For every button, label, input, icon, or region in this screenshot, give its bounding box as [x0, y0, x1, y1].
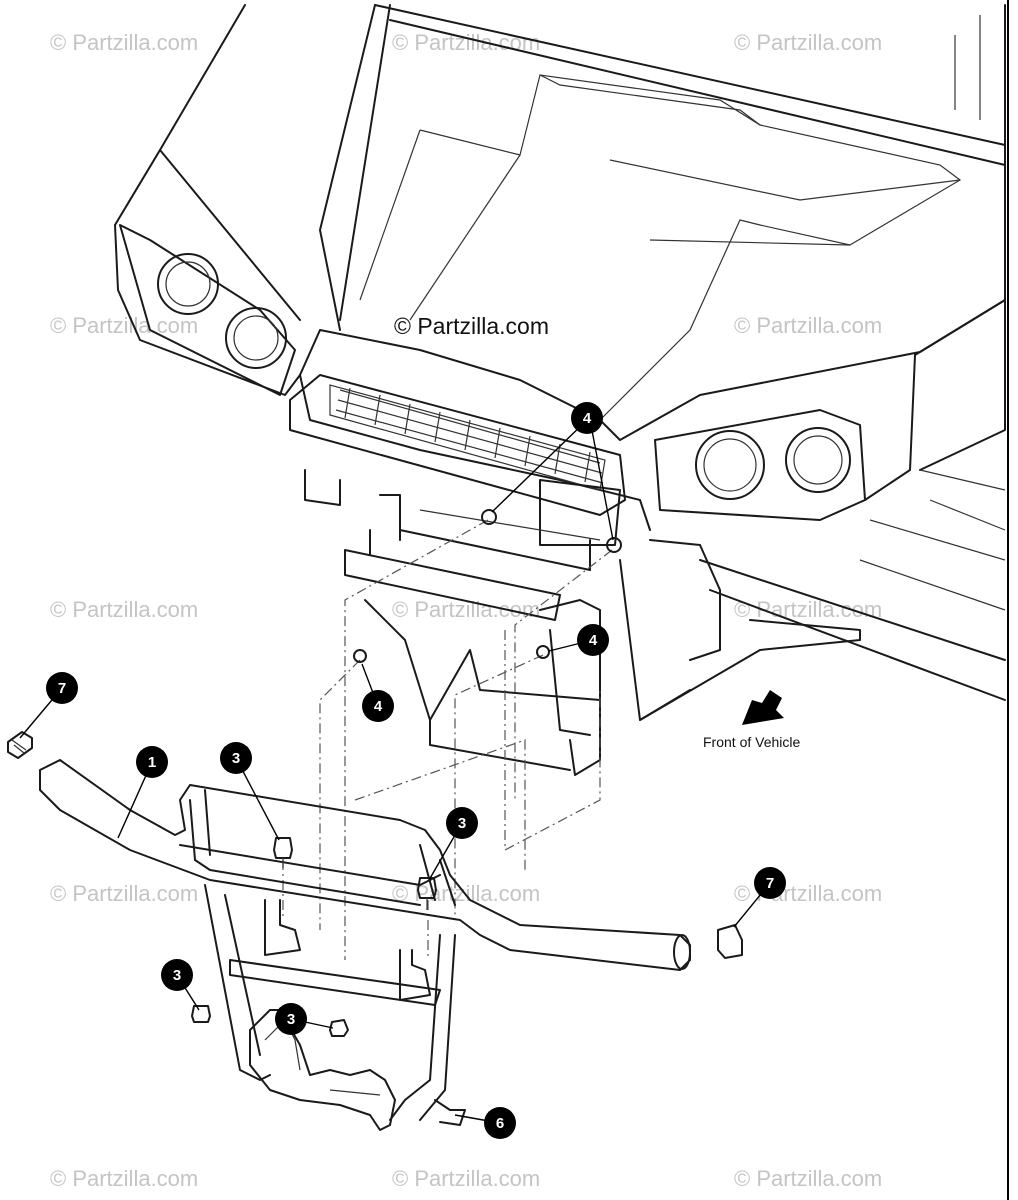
- callout-number: 7: [58, 680, 66, 697]
- front-bumper-drawing: [39, 759, 691, 1131]
- fastener-drawing: [191, 509, 622, 1037]
- callout-part-7[interactable]: 7: [46, 672, 78, 704]
- watermark: © Partzilla.com: [50, 30, 198, 55]
- watermark: © Partzilla.com: [734, 313, 882, 338]
- front-direction-indicator: Front of Vehicle: [703, 690, 800, 750]
- callout-part-4[interactable]: 4: [362, 690, 394, 722]
- callout-part-6[interactable]: 6: [484, 1107, 516, 1139]
- center-watermark: © Partzilla.com: [394, 313, 549, 339]
- callout-number: 6: [496, 1115, 504, 1132]
- watermark: © Partzilla.com: [392, 30, 540, 55]
- frame-drawing: [304, 469, 1006, 776]
- callout-part-4[interactable]: 4: [571, 402, 603, 434]
- end-cap-drawing: [7, 731, 743, 959]
- callout-number: 4: [589, 632, 598, 649]
- callout-part-3[interactable]: 3: [275, 1003, 307, 1035]
- callout-number: 3: [232, 750, 240, 767]
- alignment-lines: [282, 519, 613, 960]
- watermark: © Partzilla.com: [50, 1166, 198, 1191]
- watermarks: © Partzilla.com © Partzilla.com © Partzi…: [50, 30, 882, 1191]
- callout-part-4[interactable]: 4: [577, 624, 609, 656]
- callout-number: 7: [766, 875, 774, 892]
- callout-part-1[interactable]: 1: [136, 746, 168, 778]
- callout-part-3[interactable]: 3: [161, 959, 193, 991]
- watermark: © Partzilla.com: [734, 30, 882, 55]
- callout-number: 4: [374, 698, 383, 715]
- callout-part-3[interactable]: 3: [220, 742, 252, 774]
- vehicle-body-drawing: [114, 4, 1006, 531]
- watermark: © Partzilla.com: [392, 1166, 540, 1191]
- callout-part-3[interactable]: 3: [446, 807, 478, 839]
- direction-arrow-icon: [742, 690, 784, 725]
- callout-number: 4: [583, 410, 592, 427]
- callout-number: 3: [458, 815, 466, 832]
- front-of-vehicle-label: Front of Vehicle: [703, 734, 800, 750]
- callout-number: 3: [287, 1011, 295, 1028]
- callout-part-7[interactable]: 7: [754, 867, 786, 899]
- watermark: © Partzilla.com: [734, 597, 882, 622]
- leader-lines: [19, 419, 771, 1124]
- watermark: © Partzilla.com: [50, 313, 198, 338]
- callout-number: 3: [173, 967, 181, 984]
- callout-number: 1: [148, 754, 156, 771]
- watermark: © Partzilla.com: [50, 881, 198, 906]
- watermark: © Partzilla.com: [50, 597, 198, 622]
- watermark: © Partzilla.com: [734, 1166, 882, 1191]
